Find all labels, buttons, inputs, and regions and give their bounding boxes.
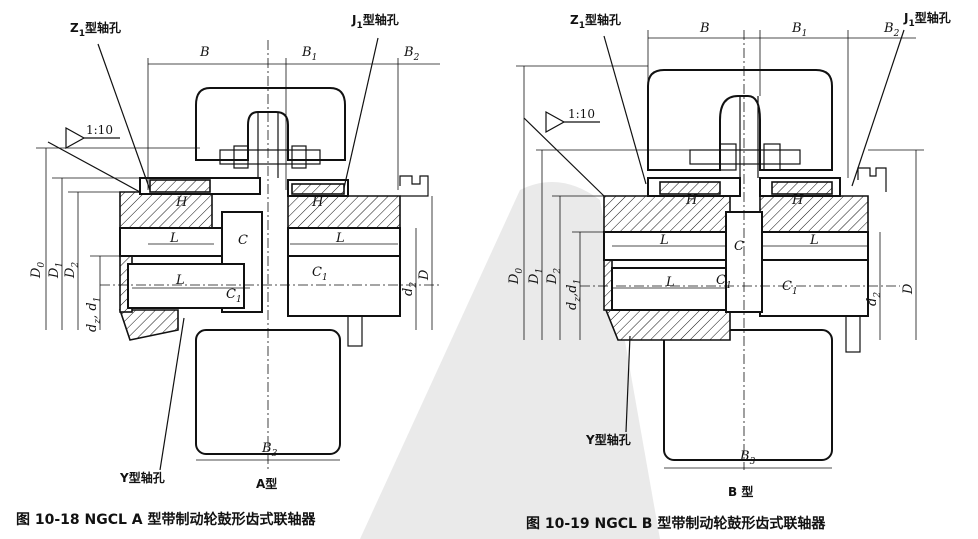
dim-B1-a: B1 xyxy=(301,45,317,63)
dim-B2-a: B2 xyxy=(403,45,420,63)
z1-bore-label-b: Z1型轴孔 xyxy=(570,12,621,31)
caption-b: 图 10-19 NGCL B 型带制动轮鼓形齿式联轴器 xyxy=(526,515,826,532)
dim-C-a: C xyxy=(238,233,248,248)
type-label-b: B 型 xyxy=(728,484,753,499)
dim-H-right-a: H xyxy=(311,195,324,210)
dim-C-b: C xyxy=(734,239,744,254)
dim-H-left-b: H xyxy=(685,193,698,208)
dim-C1-top-a: C1 xyxy=(312,265,328,283)
dim-dz-d1-b: dz,d1 xyxy=(565,279,583,310)
drum-rim-b xyxy=(647,69,833,171)
dim-D2-a: D2 xyxy=(63,262,81,279)
y-bore-label-a: Y型轴孔 xyxy=(119,470,165,485)
dim-D0-b: D0 xyxy=(507,268,525,285)
dim-D1-a: D1 xyxy=(47,262,65,279)
dim-C1-top-b: C1 xyxy=(716,273,732,291)
dim-L1-b: L xyxy=(659,233,669,248)
y-bore-label-b: Y型轴孔 xyxy=(585,432,631,447)
dim-B1-b: B1 xyxy=(791,21,807,39)
dim-L3-b: L xyxy=(665,275,675,290)
right-hub-a xyxy=(287,195,401,229)
type-label-a: A型 xyxy=(256,476,277,491)
dim-C1-bot-b: C1 xyxy=(782,279,798,297)
taper-label-b: 1:10 xyxy=(568,107,595,121)
right-hub-b xyxy=(759,195,869,233)
figure-a xyxy=(36,37,440,471)
caption-a: 图 10-18 NGCL A 型带制动轮鼓形齿式联轴器 xyxy=(16,511,317,528)
dim-D1-b: D1 xyxy=(527,268,545,285)
dim-d2-b: d2 xyxy=(865,292,883,306)
taper-label-a: 1:10 xyxy=(86,123,113,137)
dim-B3-a: B3 xyxy=(261,441,278,459)
dim-L2-a: L xyxy=(335,231,345,246)
dim-dz-d1-a: dz, d1 xyxy=(85,297,103,332)
figure-b xyxy=(516,29,924,470)
drum-rim-a xyxy=(195,87,346,161)
dim-d2-a: d2 xyxy=(401,282,419,296)
z1-bore-label-a: Z1型轴孔 xyxy=(70,20,121,39)
watermark xyxy=(360,182,660,539)
dim-B2-b: B2 xyxy=(883,21,900,39)
dim-B-a: B xyxy=(199,45,210,60)
dim-B3-b: B3 xyxy=(739,449,756,467)
brake-drum-b xyxy=(663,329,833,461)
dim-H-left-a: H xyxy=(175,195,188,210)
dim-D0-a: D0 xyxy=(29,262,47,279)
dim-C1-bot-a: C1 xyxy=(226,287,242,305)
dim-B-b: B xyxy=(699,21,710,36)
dim-L3-a: L xyxy=(175,273,185,288)
dim-D-b: D xyxy=(901,283,916,295)
j1-bore-label-a: J1型轴孔 xyxy=(351,12,399,31)
left-hub-b xyxy=(603,195,731,237)
dim-H-right-b: H xyxy=(791,193,804,208)
dim-L2-b: L xyxy=(809,233,819,248)
dim-D-a: D xyxy=(417,269,432,281)
dim-L1-a: L xyxy=(169,231,179,246)
left-hub-a xyxy=(119,191,213,233)
dim-D2-b: D2 xyxy=(545,268,563,285)
j1-bore-label-b: J1型轴孔 xyxy=(903,10,951,29)
